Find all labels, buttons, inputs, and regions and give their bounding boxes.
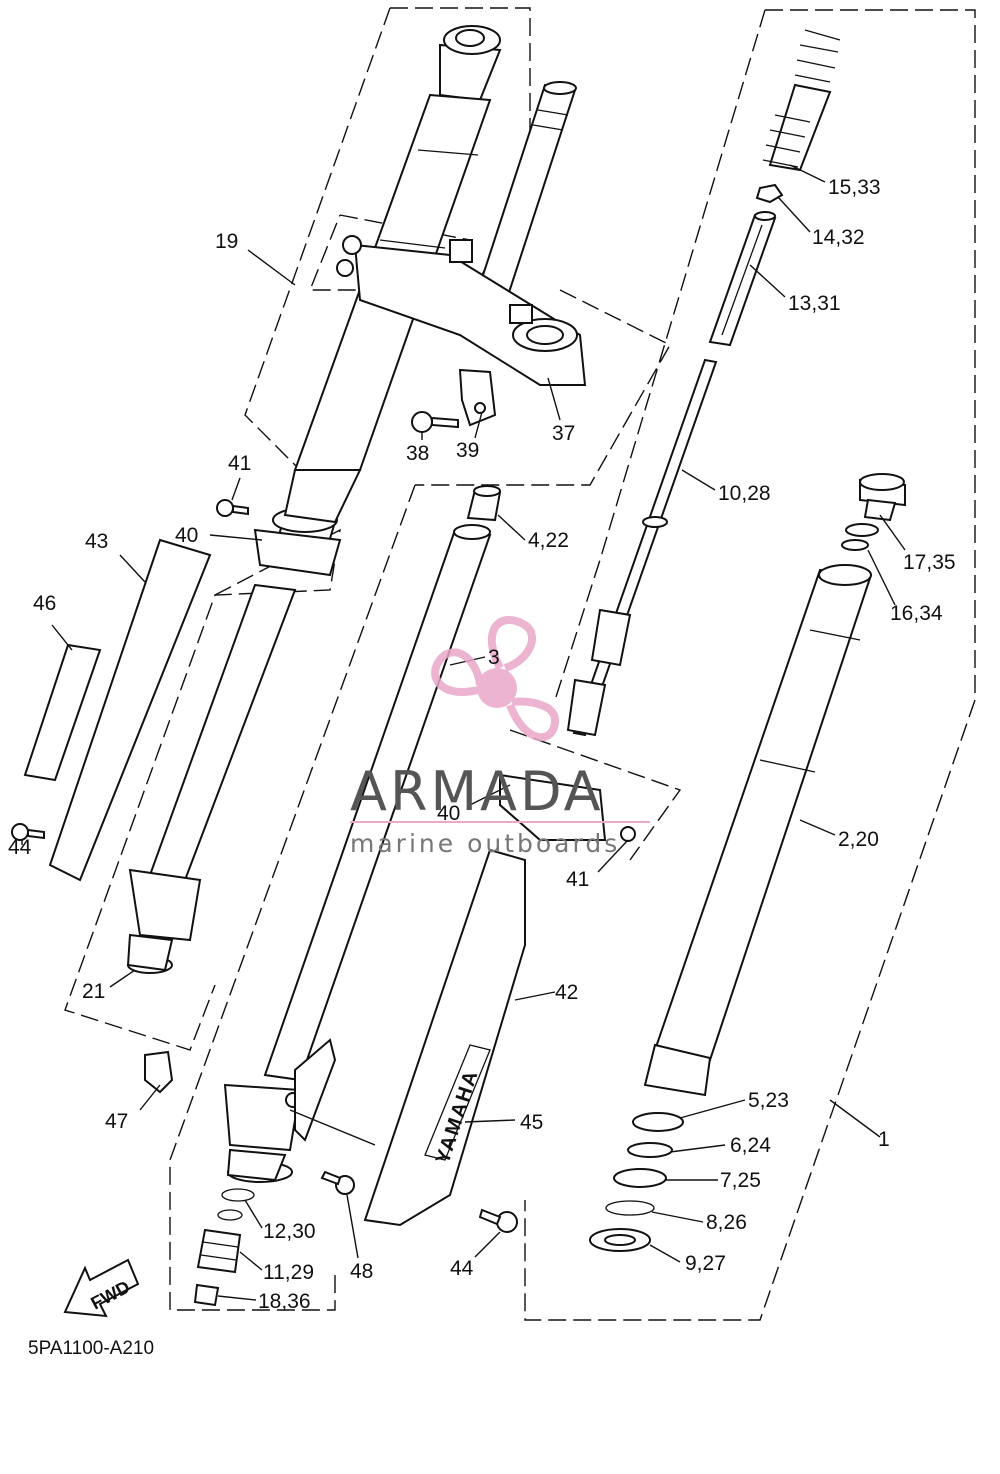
callout-8-26: 8,26	[706, 1211, 747, 1234]
diagram-code: 5PA1100-A210	[28, 1338, 154, 1359]
callout-3: 3	[488, 646, 500, 669]
callout-39: 39	[456, 439, 479, 462]
callout-labels: 15,33 14,32 13,31 19 37 38 39 10,28 41 4…	[8, 176, 956, 1313]
bolt-48	[320, 1170, 355, 1195]
plate-39	[458, 368, 497, 427]
callout-7-25: 7,25	[720, 1169, 761, 1192]
clip-47	[144, 1050, 174, 1094]
bolt-18-36	[193, 1283, 220, 1307]
callout-11-29: 11,29	[263, 1261, 314, 1284]
callout-42: 42	[555, 981, 578, 1004]
damper-rod	[566, 358, 718, 737]
callout-37: 37	[552, 422, 575, 445]
bolt-38	[411, 411, 459, 433]
valve-11-29	[196, 1228, 242, 1274]
outer-tube	[643, 564, 872, 1097]
leader-lines	[21, 164, 906, 1301]
bolt-41	[216, 499, 636, 842]
callout-38: 38	[406, 442, 429, 465]
callout-12-30: 12,30	[263, 1220, 316, 1243]
callout-5-23: 5,23	[748, 1089, 789, 1112]
callout-47: 47	[105, 1110, 128, 1133]
callout-10-28: 10,28	[718, 482, 771, 505]
callout-4-22: 4,22	[528, 529, 569, 552]
callout-13-31: 13,31	[788, 292, 841, 315]
callout-44-right: 44	[450, 1257, 474, 1280]
callout-43: 43	[85, 530, 108, 553]
callout-21: 21	[82, 980, 105, 1003]
upper-bracket	[336, 235, 587, 386]
bolt-44-left	[11, 823, 45, 841]
left-fork-leg	[126, 583, 297, 974]
callout-15-33: 15,33	[828, 176, 881, 199]
fork-guard-43	[48, 538, 212, 882]
circlip-12-30	[217, 1188, 255, 1221]
callout-2-20: 2,20	[838, 828, 879, 851]
callout-46: 46	[33, 592, 56, 615]
propeller-logo-icon	[431, 616, 560, 742]
cap-bolt-17-35	[859, 473, 906, 522]
callout-18-36: 18,36	[258, 1290, 311, 1313]
callout-19: 19	[215, 230, 238, 253]
seal-stack	[589, 1112, 684, 1252]
nut-14-32	[755, 183, 784, 204]
callout-16-34: 16,34	[890, 602, 943, 625]
callout-40-lower: 40	[437, 802, 460, 825]
callout-41-upper: 41	[228, 452, 251, 475]
bolt-44-right	[478, 1208, 518, 1233]
callout-40-upper: 40	[175, 524, 198, 547]
watermark: ARMADA marine outboards	[350, 616, 650, 858]
callout-44-left: 44	[8, 836, 32, 859]
watermark-brand: ARMADA	[350, 760, 604, 823]
callout-9-27: 9,27	[685, 1252, 726, 1275]
decal-46	[23, 643, 102, 782]
lower-bracket-40	[253, 528, 607, 841]
callout-41-lower: 41	[566, 868, 589, 891]
fwd-arrow-icon	[63, 1258, 140, 1318]
callout-14-32: 14,32	[812, 226, 865, 249]
fork-spring	[762, 29, 841, 172]
bushing-4-22	[466, 485, 502, 522]
callout-6-24: 6,24	[730, 1134, 771, 1157]
callout-48: 48	[350, 1260, 373, 1283]
callout-17-35: 17,35	[903, 551, 956, 574]
o-ring-16-34	[841, 523, 879, 551]
damper-cylinder	[708, 211, 777, 347]
fork-guard-42	[363, 848, 526, 1227]
callout-1: 1	[878, 1128, 890, 1151]
assembly-boundaries	[64, 7, 976, 1321]
watermark-tagline: marine outboards	[350, 829, 620, 858]
callout-45: 45	[520, 1111, 543, 1134]
